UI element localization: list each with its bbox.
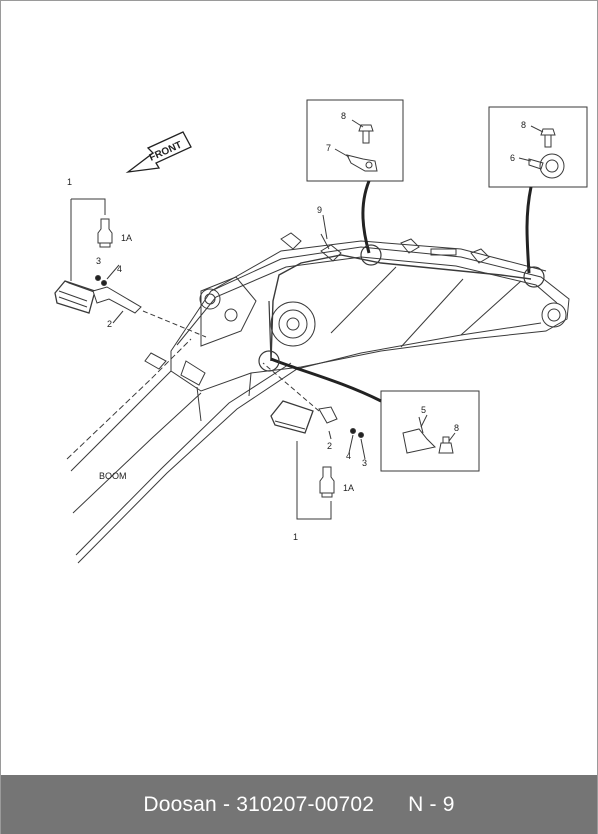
clip-icon [346,154,378,172]
callout-inset3-bolt: 8 [454,423,459,433]
callout-inset1-clip: 7 [326,143,331,153]
footer-part-number: 310207-00702 [236,792,375,816]
inset-bracket-detail [380,390,480,472]
bolt-icon [540,128,556,148]
footer-bar: Doosan - 310207-00702 N - 9 [1,775,597,834]
footer-separator: - [223,792,231,816]
bulb-bottom-icon [319,466,335,498]
inset-clip-detail [306,99,404,182]
callout-bulb-top: 1A [121,233,132,243]
callout-inset1-bolt: 8 [341,111,346,121]
callout-inset3-bracket: 5 [421,405,426,415]
footer-page-code: N - 9 [408,792,455,816]
front-arrow-icon [125,131,192,173]
callout-nut-top: 3 [96,256,101,266]
work-lamp-top [54,280,98,314]
callout-bulb-bottom: 1A [343,483,354,493]
callout-washer-top: 4 [117,264,122,274]
bracket-top [92,286,142,314]
boom-outline [66,232,570,564]
grommet-icon [528,153,565,179]
inset-grommet-detail [488,106,588,188]
footer-brand: Doosan [143,792,217,816]
boom-lamp-exploded-diagram: FRONT BOOM 1 1A 3 4 2 9 8 7 8 6 5 8 2 4 … [54,99,588,564]
callout-lamp-bottom: 1 [293,532,298,542]
wire-harness [268,233,532,362]
callout-bracket-top: 2 [107,319,112,329]
callout-nut-bottom: 3 [362,458,367,468]
boom-label: BOOM [99,471,127,481]
callout-lamp-top: 1 [67,177,72,187]
bolt-icon [438,436,454,454]
work-lamp-bottom [270,400,314,434]
bracket-bottom [318,406,338,424]
callout-bracket-bottom: 2 [327,441,332,451]
callout-inset2-grommet: 6 [510,153,515,163]
callout-harness: 9 [317,205,322,215]
callout-inset2-bolt: 8 [521,120,526,130]
bracket-plate-icon [402,416,437,454]
callout-washer-bottom: 4 [346,451,351,461]
bulb-top-icon [97,218,113,248]
